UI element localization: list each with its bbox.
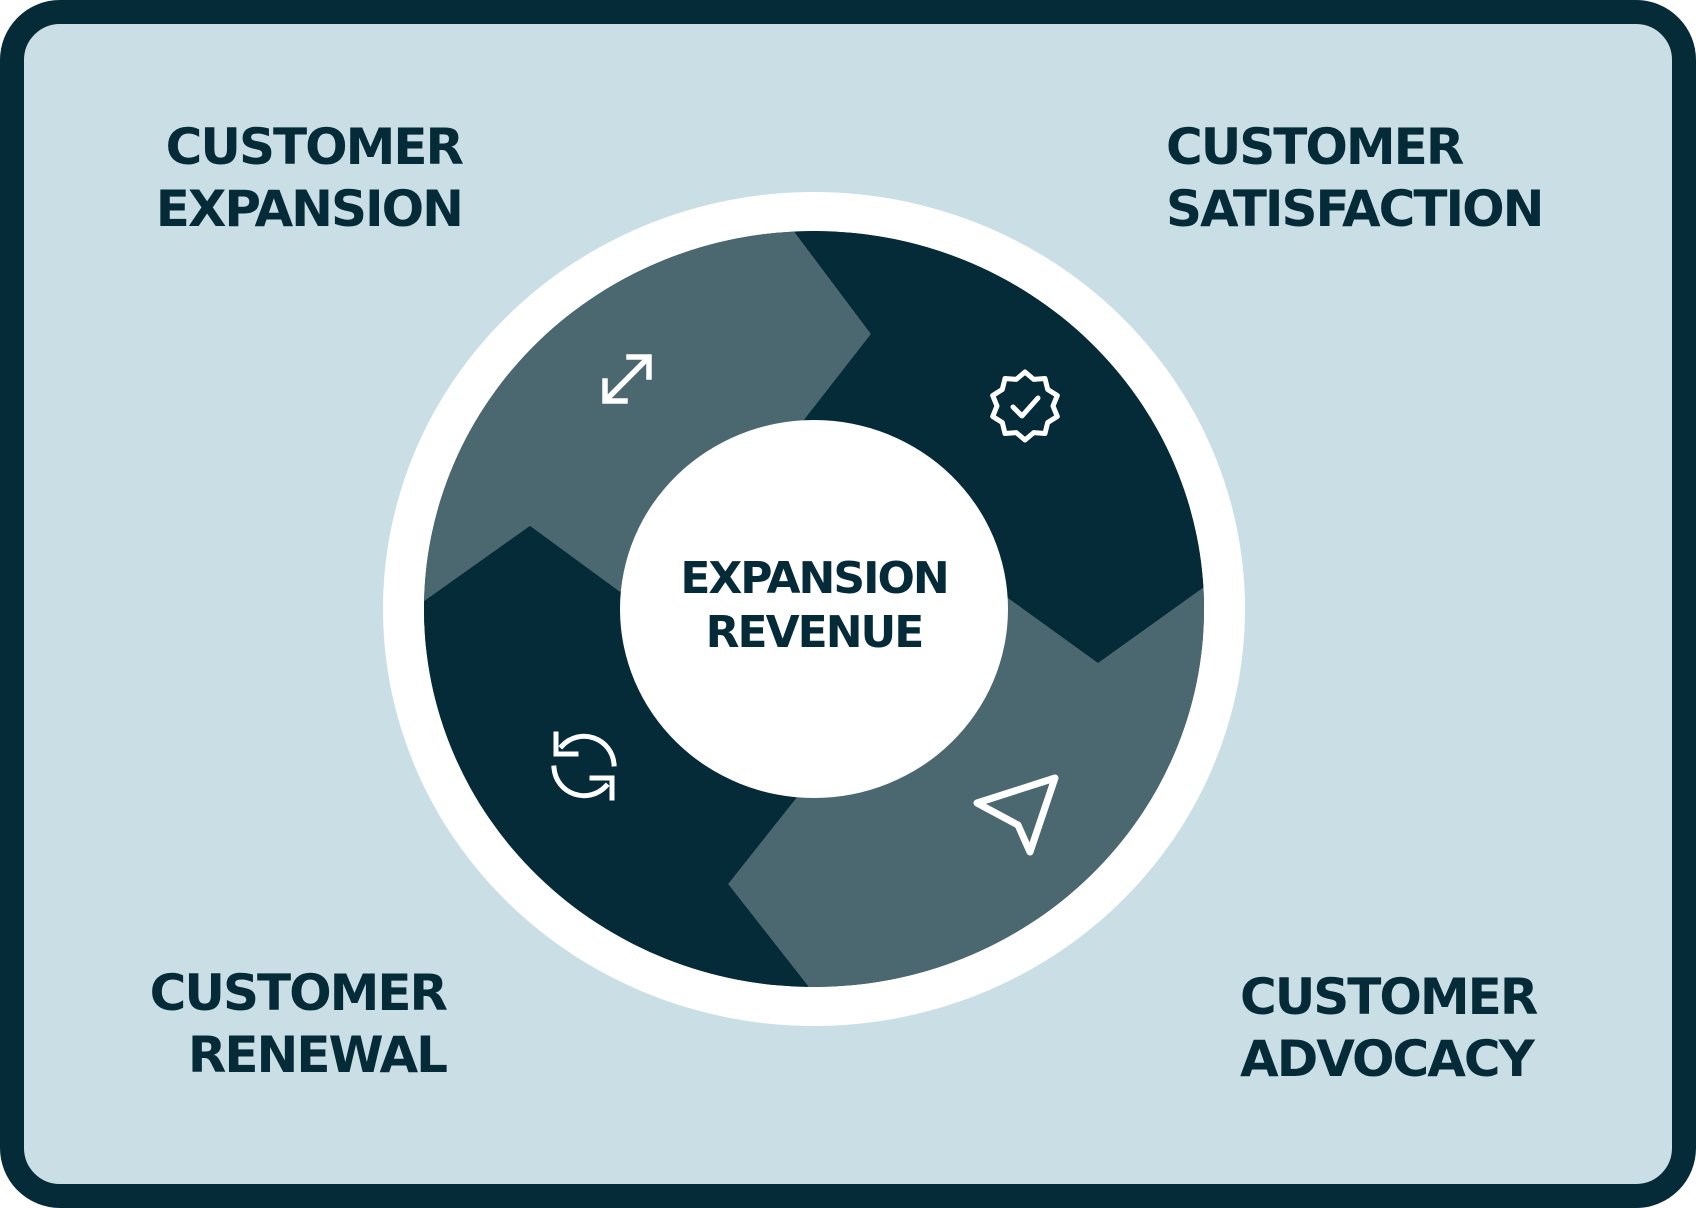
stage-label-line2: ADVOCACY — [1240, 1030, 1535, 1088]
badge-check-icon — [990, 369, 1060, 443]
stage-label-line1: CUSTOMER — [149, 964, 448, 1022]
refresh-icon — [551, 731, 617, 801]
send-icon — [973, 774, 1059, 856]
stage-label-line2: EXPANSION — [155, 180, 464, 238]
center-hub — [620, 420, 1008, 798]
stage-label-customer-expansion: CUSTOMER EXPANSION — [155, 116, 464, 240]
stage-label-line2: SATISFACTION — [1166, 180, 1544, 238]
stage-label-customer-advocacy: CUSTOMER ADVOCACY — [1240, 966, 1538, 1090]
stage-label-customer-satisfaction: CUSTOMER SATISFACTION — [1166, 116, 1544, 240]
stage-label-line1: CUSTOMER — [165, 118, 464, 176]
arrows-expand-icon — [602, 354, 652, 404]
stage-label-line1: CUSTOMER — [1166, 118, 1464, 176]
stage-label-customer-renewal: CUSTOMER RENEWAL — [149, 962, 448, 1086]
stage-label-line2: RENEWAL — [187, 1026, 448, 1084]
center-label-line1: EXPANSION — [680, 553, 949, 604]
center-label-line2: REVENUE — [705, 607, 925, 658]
stage-label-line1: CUSTOMER — [1240, 968, 1538, 1026]
center-label-expansion-revenue: EXPANSION REVENUE — [614, 552, 1014, 660]
